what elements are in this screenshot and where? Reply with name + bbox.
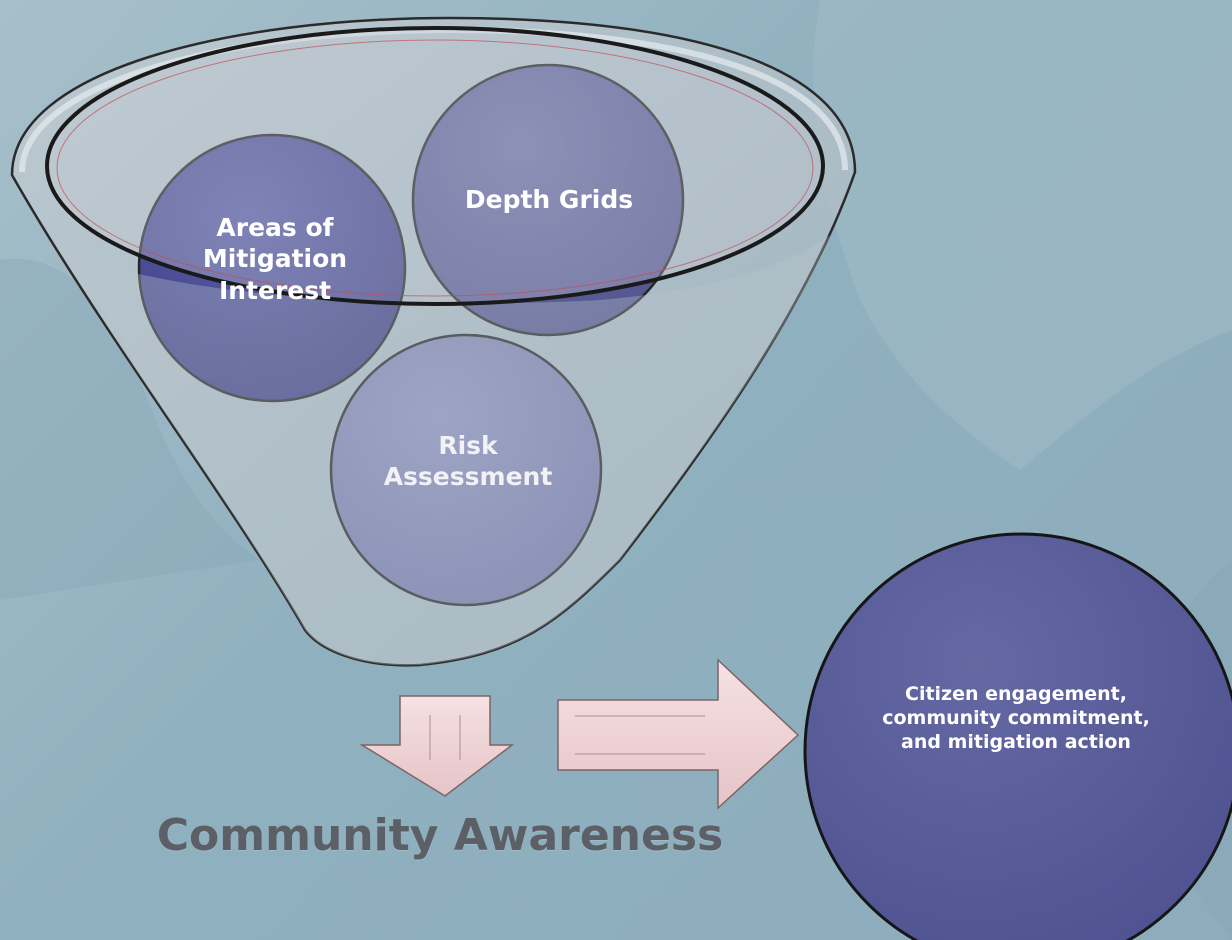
funnel-mouth-inner-line — [56, 39, 814, 297]
right-arrow — [557, 658, 800, 810]
funnel-lower-overlay — [60, 235, 830, 666]
circle-areas-of-mitigation-interest — [137, 133, 407, 403]
circle-depth-grids — [411, 63, 685, 337]
down-arrow — [359, 695, 515, 797]
circle-outcome — [803, 532, 1232, 940]
circle-risk-assessment — [329, 333, 603, 607]
funnel-mouth — [45, 26, 825, 306]
